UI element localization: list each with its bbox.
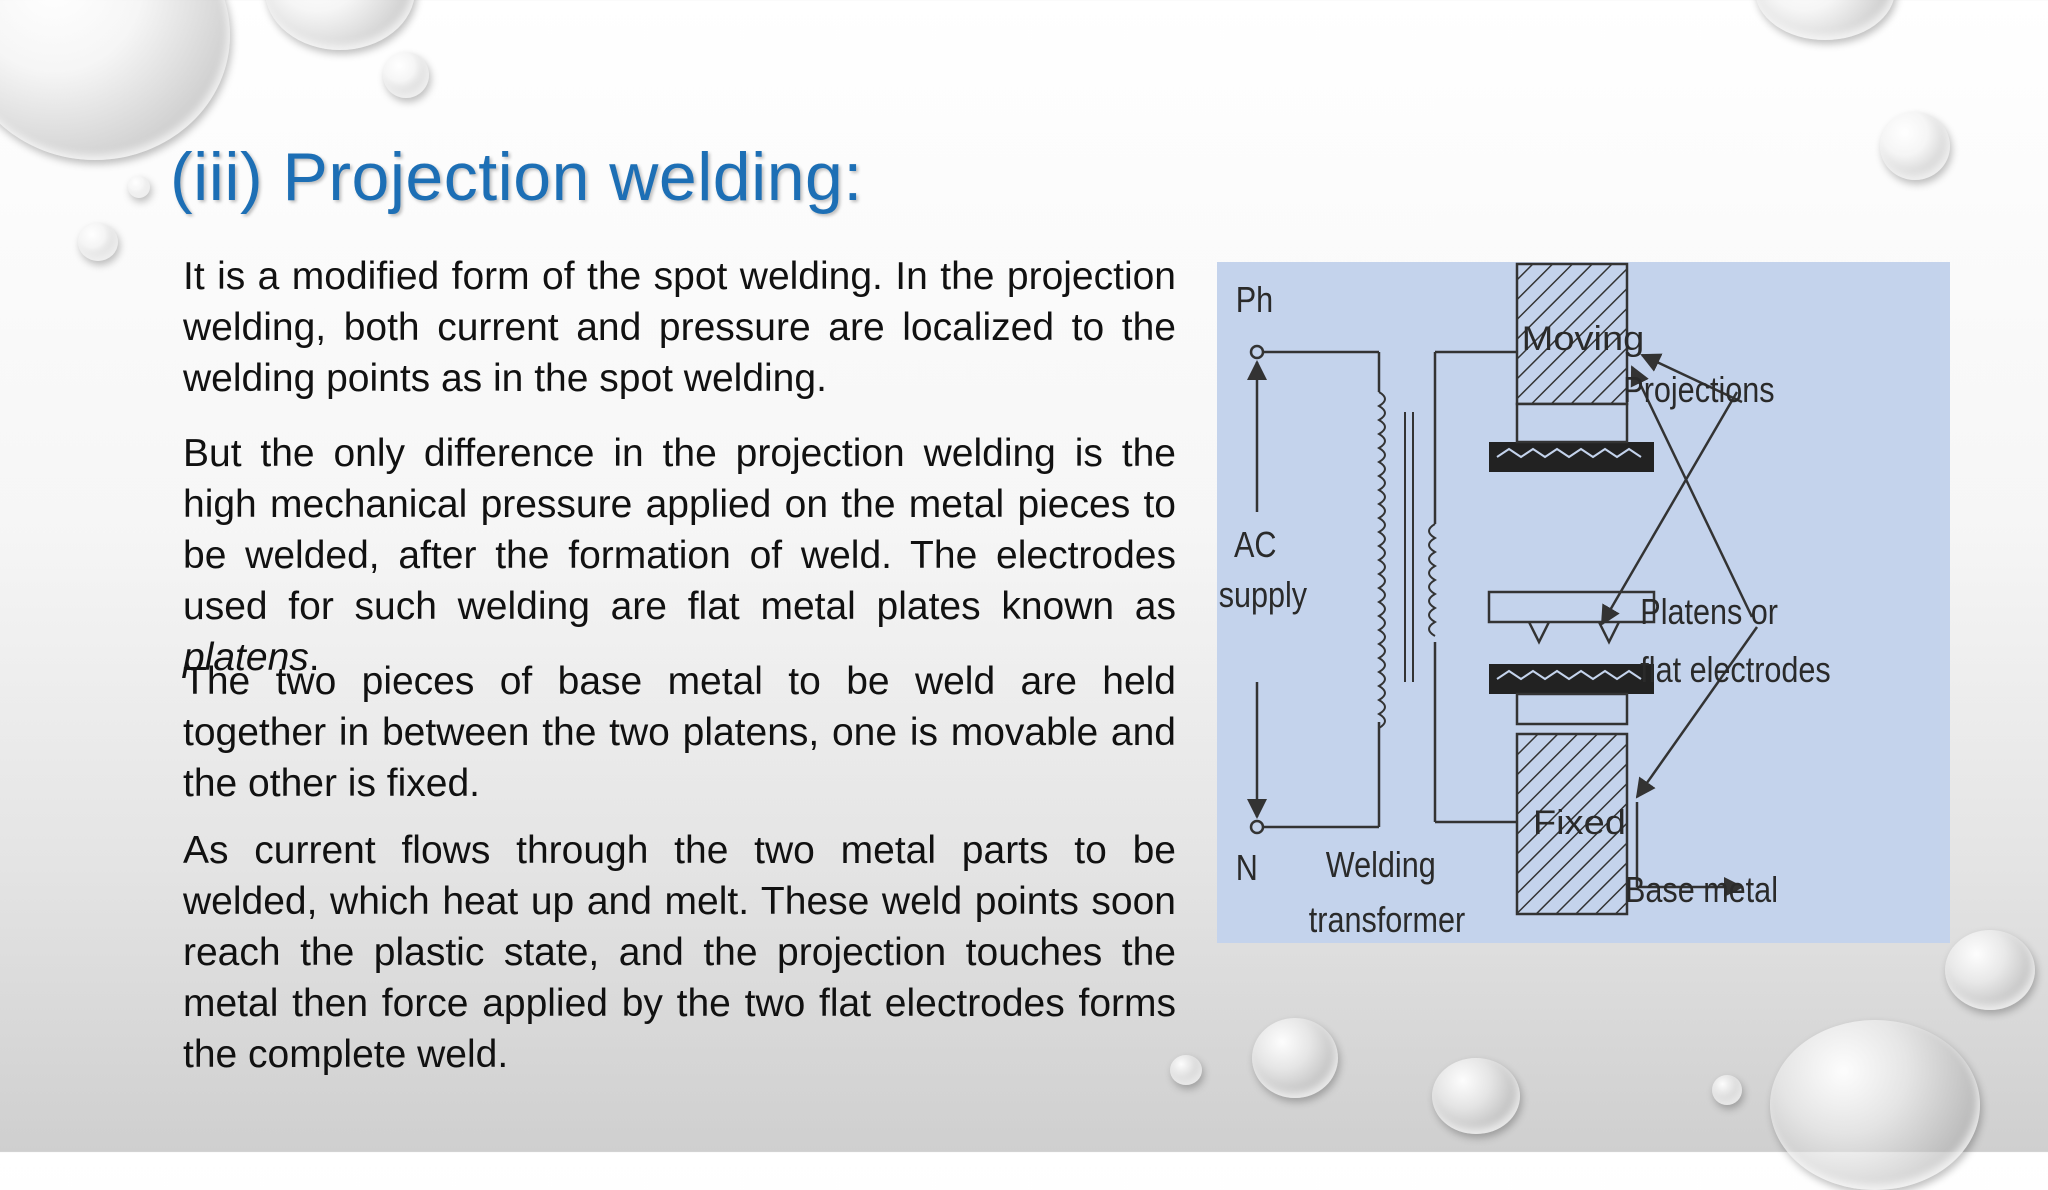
water-drop-decoration [128,176,150,198]
paragraph-base-metal: The two pieces of base metal to be weld … [183,660,1176,805]
label-base-metal: Base metal [1625,871,1778,911]
leader-lines [1600,353,1759,897]
upper-platen [1489,442,1654,472]
lower-platen-texture [1496,669,1642,681]
water-drop-decoration [1880,112,1950,180]
water-drop-decoration [1770,1020,1980,1190]
label-welding: Welding [1326,846,1436,886]
diagram-svg: Ph AC supply N Moving Fixed Projections … [1219,262,1831,941]
label-transformer: transformer [1309,901,1465,941]
label-n: N [1236,849,1258,889]
label-moving: Moving [1522,319,1645,358]
label-projections: Projections [1623,371,1774,411]
moving-electrode [1515,262,1629,406]
label-platens-or: Platens or [1640,593,1778,633]
water-drop-decoration [1945,930,2035,1010]
label-ac: AC [1234,526,1276,566]
circuit-wires [1247,350,1517,829]
water-drop-decoration [1252,1018,1338,1098]
water-drop-decoration [1755,0,1895,40]
upper-platen-texture [1496,447,1642,459]
platens-term: platens [183,636,309,679]
paragraph-difference: But the only difference in the projectio… [183,428,1176,683]
lower-electrode-body [1515,692,1629,726]
water-drop-decoration [1712,1075,1742,1105]
base-metal-upper [1487,590,1656,624]
label-ph: Ph [1236,281,1273,321]
label-flat-electrodes: flat electrodes [1640,651,1830,691]
fixed-electrode [1515,732,1629,916]
water-drop-decoration [78,223,118,261]
transformer-coils [1377,391,1437,729]
water-drop-decoration [383,52,429,98]
paragraph-difference-text: But the only difference in the projectio… [183,432,1176,628]
water-drop-decoration [0,0,230,160]
water-drop-decoration [265,0,415,50]
platens-period: . [308,636,320,679]
terminal-ph [1249,344,1265,360]
terminal-n [1249,819,1265,835]
projection-points [1527,621,1621,645]
label-supply: supply [1219,576,1308,616]
lower-platen [1489,664,1654,694]
upper-electrode-body [1515,402,1629,444]
projection-welding-diagram: Ph AC supply N Moving Fixed Projections … [1217,262,1950,943]
slide-title: (iii) Projection welding: [170,139,863,215]
paragraph-intro: It is a modified form of the spot weldin… [183,255,1176,400]
water-drop-decoration [1432,1058,1520,1134]
paragraph-current-flow: As current flows through the two metal p… [183,829,1176,1076]
label-fixed: Fixed [1533,803,1626,842]
water-drop-decoration [1170,1055,1202,1085]
